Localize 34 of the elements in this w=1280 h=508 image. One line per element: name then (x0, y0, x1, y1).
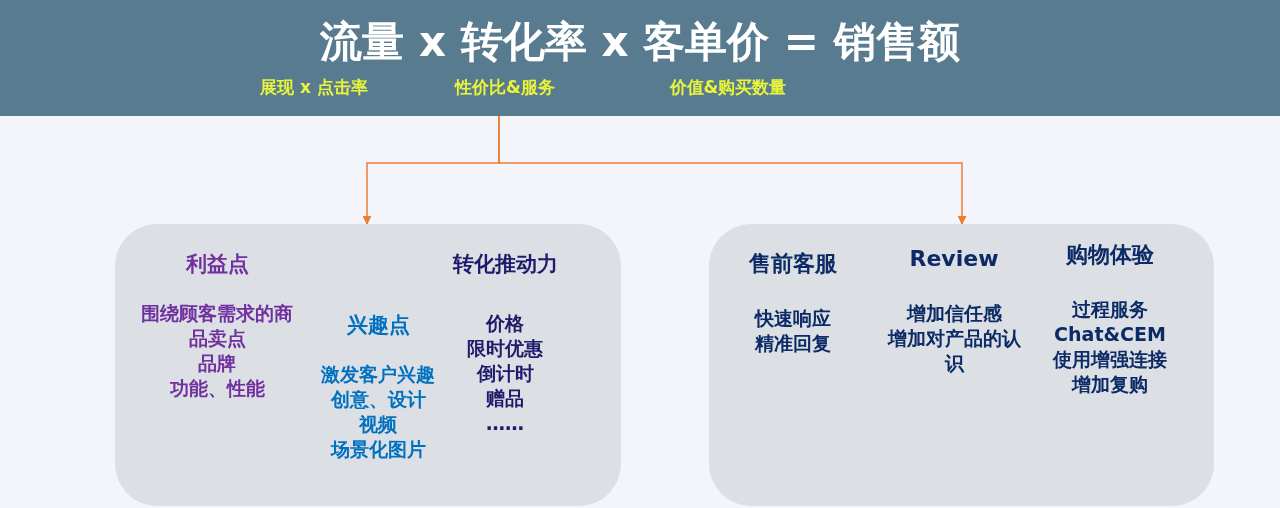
rounded-panel (709, 224, 1214, 506)
subtitle: 价值&购买数量 (668, 78, 788, 98)
column-heading: 利益点 (184, 252, 250, 277)
list-item: 场景化图片 (329, 437, 427, 462)
column-heading: Review (908, 246, 1000, 271)
list-item: 限时优惠 (466, 336, 544, 361)
list-item: 围绕顾客需求的商品卖点 (140, 301, 294, 351)
column-heading: 转化推动力 (451, 252, 559, 277)
list-item: 视频 (357, 412, 398, 437)
list-item: 快速响应 (753, 306, 832, 331)
list-item: 创意、设计 (329, 387, 427, 412)
list-item: 激发客户兴趣 (320, 362, 436, 387)
rounded-panel (115, 224, 621, 506)
list-item: …… (485, 411, 525, 436)
list-item: Chat&CEM (1053, 322, 1167, 347)
arrow (498, 115, 967, 225)
column-heading: 售前客服 (748, 251, 838, 276)
list-item: 使用增强连接 (1051, 347, 1168, 372)
subtitle: 性价比&服务 (453, 78, 556, 98)
list-item: 增加复购 (1070, 372, 1149, 397)
list-item: 增加对产品的认识 (886, 326, 1022, 376)
list-item: 增加信任感 (905, 301, 1003, 326)
formula-title: 流量 x 转化率 x 客单价 = 销售额 (319, 18, 961, 67)
list-item: 精准回复 (753, 331, 832, 356)
list-item: 价格 (484, 311, 525, 336)
list-item: 功能、性能 (168, 376, 266, 401)
column-heading: 购物体验 (1065, 242, 1155, 267)
list-item: 过程服务 (1071, 297, 1149, 322)
subtitle: 展现 x 点击率 (259, 78, 369, 98)
list-item: 品牌 (197, 351, 237, 376)
column-heading: 兴趣点 (345, 313, 411, 338)
list-item: 赠品 (485, 386, 525, 411)
header-banner (0, 0, 1280, 116)
list-item: 倒计时 (475, 361, 535, 386)
